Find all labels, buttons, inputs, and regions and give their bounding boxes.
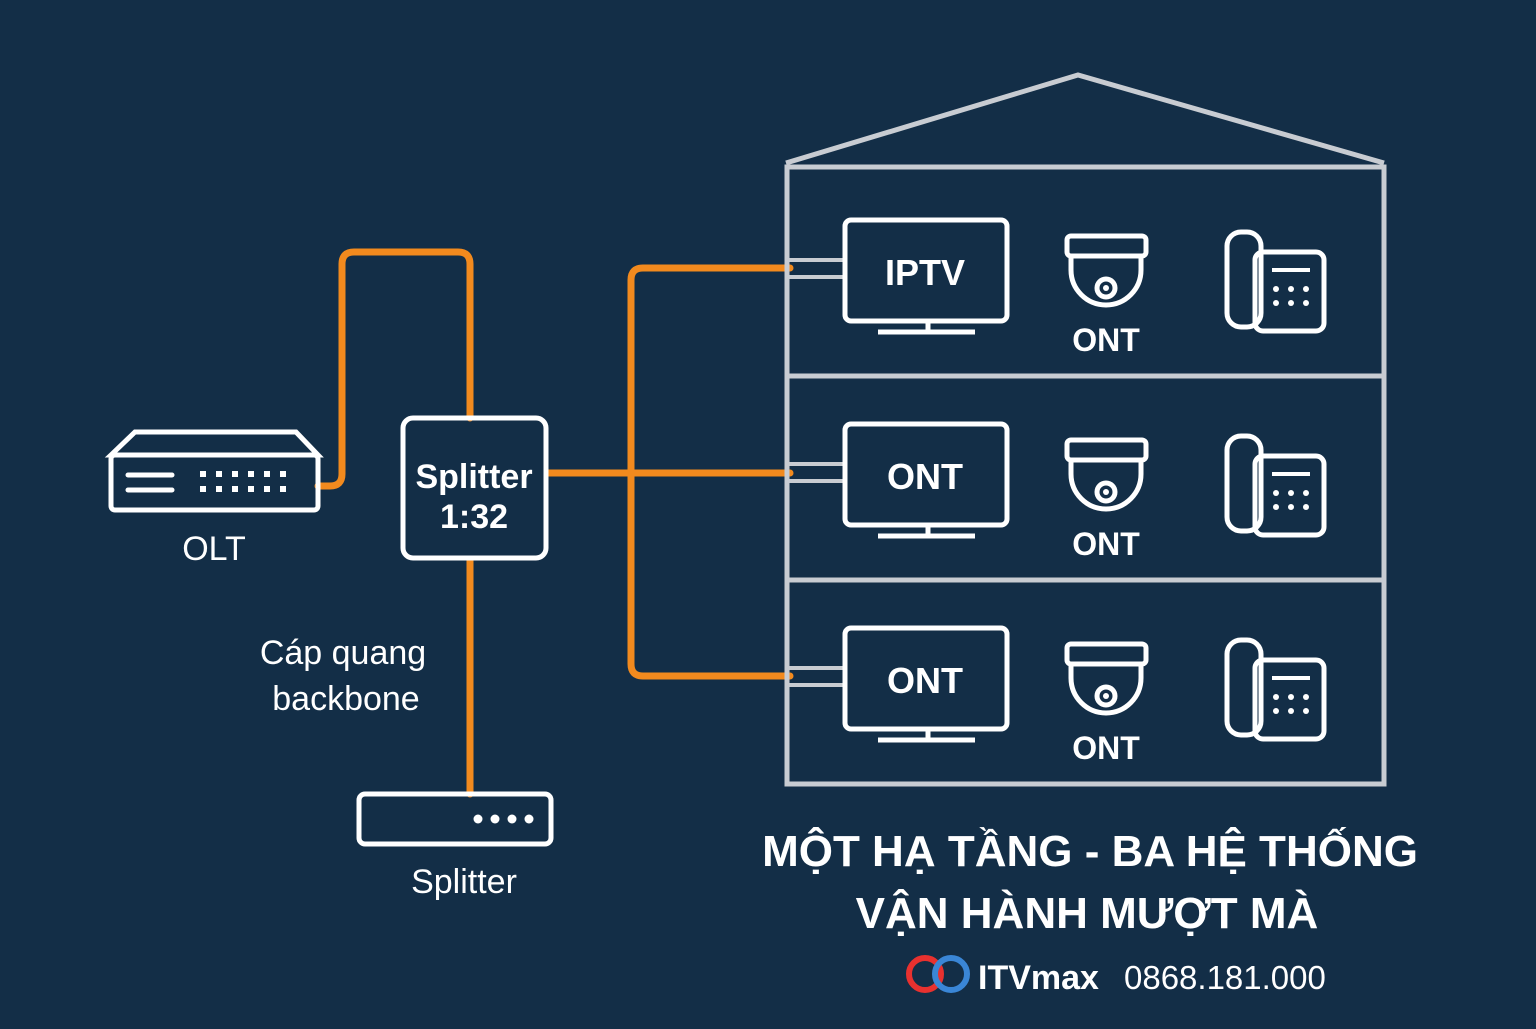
splitter-main-ratio: 1:32	[440, 498, 508, 536]
desk-phone-icon	[1224, 433, 1327, 538]
tv-icon: ONT	[842, 421, 1010, 539]
headline-line2: VẬN HÀNH MƯỢT MÀ	[856, 888, 1319, 938]
olt-device: OLT	[104, 429, 324, 568]
olt-top	[104, 429, 324, 458]
tv-label: ONT	[887, 660, 963, 701]
splitter-bottom-label: Splitter	[411, 863, 517, 901]
camera-label: ONT	[1072, 322, 1140, 358]
splitter-bottom-box	[356, 791, 554, 847]
fiber-riser	[627, 264, 794, 680]
camera-icon: ONT	[1064, 641, 1149, 766]
desk-phone-icon	[1224, 229, 1327, 334]
olt-ports	[200, 471, 286, 492]
tv-icon: ONT	[842, 625, 1010, 743]
building-roof	[785, 72, 1385, 166]
fiber-entry-stubs	[787, 258, 845, 687]
backbone-label-line1: Cáp quang	[260, 634, 426, 672]
tv-label: ONT	[887, 456, 963, 497]
camera-label: ONT	[1072, 730, 1140, 766]
fiber-olt-to-splitter	[314, 248, 474, 490]
tv-label: IPTV	[885, 252, 965, 293]
desk-phone-icon	[1224, 637, 1327, 742]
olt-body	[108, 452, 321, 513]
floor-3: ONT ONT	[842, 625, 1327, 766]
backbone-label: Cáp quang backbone	[260, 634, 426, 718]
camera-icon: ONT	[1064, 437, 1149, 562]
headline: MỘT HẠ TẦNG - BA HỆ THỐNG VẬN HÀNH MƯỢT …	[762, 825, 1418, 938]
backbone-label-line2: backbone	[272, 680, 419, 718]
camera-label: ONT	[1072, 526, 1140, 562]
building	[784, 72, 1387, 787]
splitter-main-label: Splitter	[415, 458, 532, 496]
itvmax-logo-icon	[906, 955, 970, 993]
brand-footer: ITVmax 0868.181.000	[906, 955, 1326, 997]
splitter-bottom-leds	[473, 814, 534, 824]
floor-2: ONT ONT	[842, 421, 1327, 562]
splitter-main: Splitter 1:32	[400, 415, 549, 561]
olt-label: OLT	[182, 530, 246, 568]
splitter-bottom: Splitter	[356, 791, 554, 901]
brand-phone: 0868.181.000	[1124, 959, 1326, 996]
building-outline	[784, 164, 1387, 787]
floor-1: IPTV ONT	[842, 217, 1327, 358]
splitter-main-box	[400, 415, 549, 561]
tv-icon: IPTV	[842, 217, 1010, 335]
fiber-cables	[314, 248, 794, 798]
camera-icon: ONT	[1064, 233, 1149, 358]
headline-line1: MỘT HẠ TẦNG - BA HỆ THỐNG	[762, 825, 1418, 876]
brand-name: ITVmax	[978, 959, 1099, 997]
